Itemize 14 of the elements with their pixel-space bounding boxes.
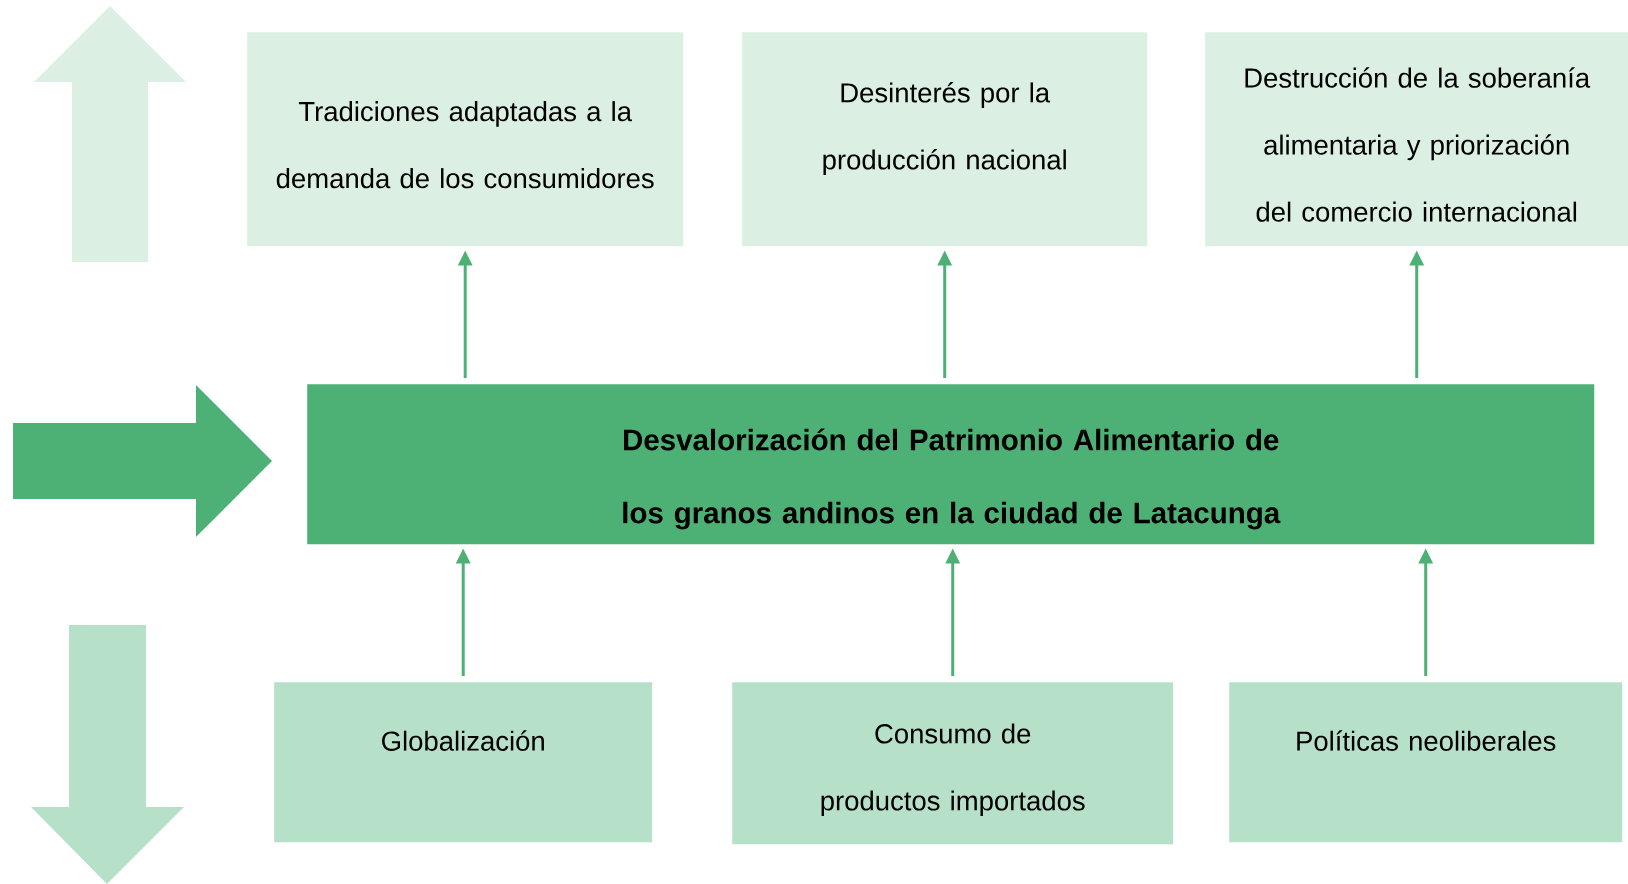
effect-text: Tradiciones adaptadas a la demanda de los consumidores xyxy=(276,101,654,189)
effect-box xyxy=(1205,32,1628,247)
cause-text: Políticas neoliberales xyxy=(1297,730,1556,751)
cause-box xyxy=(732,682,1174,845)
cause-box xyxy=(1229,682,1623,843)
cause-text: Globalización xyxy=(382,730,544,751)
cause-text: Consumo de productos importados xyxy=(821,723,1085,816)
effect-text: Desinterés por la producción nacional xyxy=(823,82,1066,175)
cause-box xyxy=(274,682,653,843)
effect-box xyxy=(247,32,684,247)
problem-box xyxy=(307,384,1595,545)
effect-box xyxy=(742,32,1148,247)
effect-text: Destrucción de la soberanía alimentaria y priorización del comercio internacional xyxy=(1245,67,1591,222)
problem-text: Desvalorización del Patrimonio Alimentario de los granos andinos en la ciudad de Latacunga xyxy=(623,428,1281,530)
